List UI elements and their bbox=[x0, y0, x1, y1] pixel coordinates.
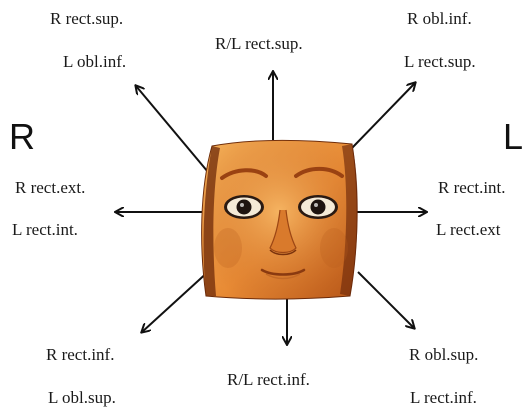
label-left-line1: R rect.ext. bbox=[15, 178, 85, 198]
label-up-left-line2: L obl.inf. bbox=[63, 52, 126, 72]
label-down-left-line1: R rect.inf. bbox=[46, 345, 114, 365]
label-up-right-line2: L rect.sup. bbox=[404, 52, 476, 72]
arrow-up-left bbox=[136, 86, 208, 172]
label-down-left-line2: L obl.sup. bbox=[48, 388, 116, 408]
left-eye bbox=[224, 195, 264, 219]
label-left-line2: L rect.int. bbox=[12, 220, 78, 240]
label-right-line2: L rect.ext bbox=[436, 220, 501, 240]
label-down-right-line1: R obl.sup. bbox=[409, 345, 478, 365]
arrow-up-right bbox=[352, 83, 415, 148]
side-label-right: R bbox=[9, 117, 35, 157]
label-up: R/L rect.sup. bbox=[215, 34, 303, 54]
label-down-right-line2: L rect.inf. bbox=[410, 388, 477, 408]
arrow-down-right bbox=[358, 272, 414, 328]
face-illustration bbox=[202, 140, 358, 299]
arrow-down-left bbox=[142, 270, 210, 332]
side-label-left: L bbox=[503, 117, 523, 157]
label-up-right-line1: R obl.inf. bbox=[407, 9, 472, 29]
right-eye bbox=[298, 195, 338, 219]
label-down: R/L rect.inf. bbox=[227, 370, 310, 390]
label-right-line1: R rect.int. bbox=[438, 178, 506, 198]
label-up-left-line1: R rect.sup. bbox=[50, 9, 123, 29]
